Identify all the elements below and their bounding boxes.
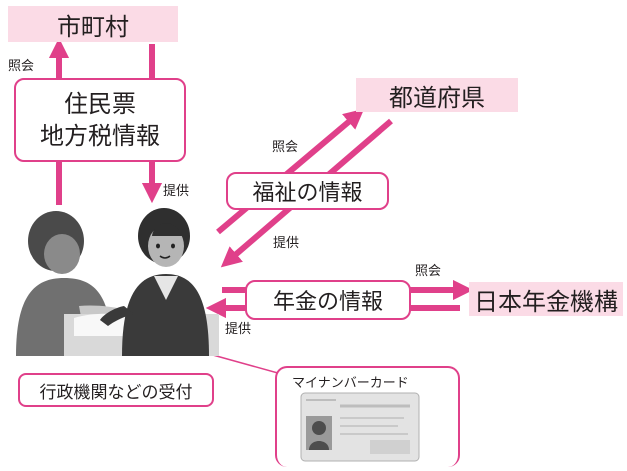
inquiry-label-municipality: 照会 [8, 59, 35, 74]
staff-figure [100, 208, 209, 356]
welfare-info-box: 福祉の情報 [226, 172, 389, 210]
reception-box: 行政機関などの受付 [18, 373, 214, 407]
inquiry-label-prefecture: 照会 [272, 140, 299, 155]
provide-label-municipality: 提供 [163, 184, 190, 199]
municipality-box: 市町村 [8, 6, 178, 42]
inquiry-label-pension: 照会 [415, 264, 442, 279]
resident-info-box: 住民票 地方税情報 [14, 78, 186, 162]
reception-illustration [16, 208, 219, 356]
pension-org-label: 日本年金機構 [474, 287, 618, 316]
welfare-info-label: 福祉の情報 [252, 181, 363, 206]
provide-label-prefecture: 提供 [273, 236, 300, 251]
pension-info-box: 年金の情報 [245, 280, 411, 320]
pension-org-box: 日本年金機構 [469, 282, 623, 316]
prefecture-label: 都道府県 [389, 83, 485, 112]
card-image [300, 392, 420, 462]
pension-info-label: 年金の情報 [272, 290, 383, 315]
resident-info-line2: 地方税情報 [40, 122, 160, 150]
prefecture-box: 都道府県 [356, 78, 518, 112]
card-label: マイナンバーカード [292, 376, 409, 391]
provide-label-pension: 提供 [225, 322, 252, 337]
municipality-label: 市町村 [57, 12, 129, 41]
resident-info-line1: 住民票 [64, 90, 136, 118]
reception-label: 行政機関などの受付 [39, 382, 193, 403]
